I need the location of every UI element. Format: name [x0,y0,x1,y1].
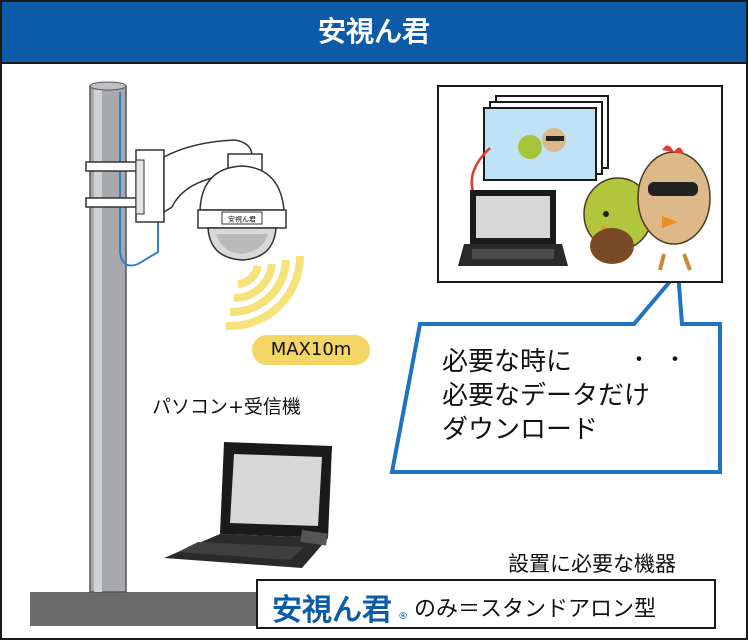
required-equipment-label: 設置に必要な機器 [508,552,676,576]
range-badge: MAX10m [252,335,370,365]
laptop-receiver [164,442,332,568]
video-stack-icon [483,95,609,181]
emphasis-dots: ・・ [628,348,701,373]
page-title: 安視ん君 [2,2,746,64]
mascot-chicks [583,145,711,271]
small-laptop-icon [458,190,568,266]
dome-camera: 安視ん君 [197,153,287,261]
camera-plate-label: 安視ん君 [228,215,256,224]
bubble-message: 必要な時に 必要なデータだけ ダウンロード [442,345,650,447]
bubble-line-1: 必要な時に [442,347,573,377]
signal-waves-icon [225,255,305,331]
speech-bubble [389,266,722,474]
pc-receiver-label: パソコン+受信機 [152,396,301,418]
bubble-line-2: 必要なデータだけ [442,381,651,411]
registered-mark: ® [398,611,408,622]
standalone-box: 安視ん君 ® のみ＝スタンドアロン型 [256,579,716,629]
cable [119,92,159,267]
bubble-line-3: ダウンロード [442,415,599,445]
standalone-caption: のみ＝スタンドアロン型 [414,597,657,622]
brand-logo: 安視ん君 [272,593,392,628]
